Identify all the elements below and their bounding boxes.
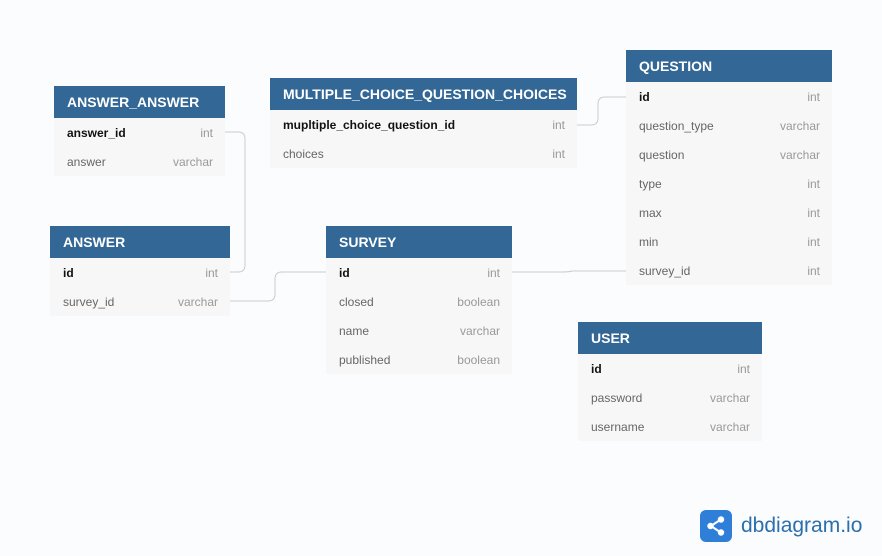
table-header[interactable]: QUESTION	[626, 50, 832, 82]
column-row[interactable]: answer_id int	[54, 118, 225, 147]
column-row[interactable]: survey_id varchar	[50, 287, 230, 316]
column-name: name	[339, 323, 370, 338]
column-name: choices	[283, 146, 324, 161]
column-row[interactable]: username varchar	[578, 412, 762, 441]
column-name: answer	[67, 154, 106, 169]
column-row[interactable]: question varchar	[626, 140, 832, 169]
column-row[interactable]: type int	[626, 169, 832, 198]
column-name: id	[639, 89, 650, 104]
table-survey[interactable]: SURVEY id int closed boolean name varcha…	[326, 226, 512, 374]
column-row[interactable]: id int	[578, 354, 762, 383]
column-type: boolean	[457, 352, 500, 367]
link-mcq-choices-to-question[interactable]	[577, 96, 626, 126]
column-type: int	[807, 176, 820, 191]
column-row[interactable]: published boolean	[326, 345, 512, 374]
column-name: id	[63, 265, 74, 280]
column-name: question_type	[639, 118, 714, 133]
column-name: type	[639, 176, 662, 191]
column-name: username	[591, 419, 645, 434]
share-nodes-icon	[700, 510, 732, 542]
column-name: survey_id	[63, 294, 115, 309]
column-row[interactable]: max int	[626, 198, 832, 227]
link-answer-answer-to-answer[interactable]	[225, 131, 246, 273]
column-row[interactable]: answer varchar	[54, 147, 225, 176]
column-type: varchar	[709, 390, 750, 405]
column-name: closed	[339, 294, 374, 309]
column-row[interactable]: mupltiple_choice_question_id int	[270, 110, 577, 139]
column-type: int	[552, 146, 565, 161]
table-header[interactable]: MULTIPLE_CHOICE_QUESTION_CHOICES	[270, 78, 577, 110]
column-name: answer_id	[67, 125, 126, 140]
column-row[interactable]: closed boolean	[326, 287, 512, 316]
column-name: mupltiple_choice_question_id	[283, 117, 456, 132]
column-row[interactable]: choices int	[270, 139, 577, 168]
table-header[interactable]: ANSWER_ANSWER	[54, 86, 225, 118]
link-survey-to-question[interactable]	[512, 270, 626, 273]
column-row[interactable]: id int	[326, 258, 512, 287]
column-type: int	[807, 263, 820, 278]
column-name: min	[639, 234, 659, 249]
column-name: id	[339, 265, 350, 280]
column-type: varchar	[172, 154, 213, 169]
table-header[interactable]: ANSWER	[50, 226, 230, 258]
column-row[interactable]: survey_id int	[626, 256, 832, 285]
column-name: id	[591, 361, 602, 376]
column-row[interactable]: question_type varchar	[626, 111, 832, 140]
column-type: varchar	[779, 147, 820, 162]
column-name: max	[639, 205, 662, 220]
column-type: varchar	[779, 118, 820, 133]
column-type: int	[205, 265, 218, 280]
column-row[interactable]: password varchar	[578, 383, 762, 412]
column-type: int	[807, 205, 820, 220]
column-name: question	[639, 147, 685, 162]
table-header[interactable]: USER	[578, 322, 762, 354]
column-type: int	[552, 117, 565, 132]
table-answer-answer[interactable]: ANSWER_ANSWER answer_id int answer varch…	[54, 86, 225, 176]
column-type: int	[807, 234, 820, 249]
link-answer-to-survey[interactable]	[230, 271, 326, 302]
column-name: published	[339, 352, 391, 367]
brand-watermark[interactable]: dbdiagram.io	[700, 510, 862, 542]
table-header[interactable]: SURVEY	[326, 226, 512, 258]
column-type: boolean	[457, 294, 500, 309]
column-row[interactable]: id int	[626, 82, 832, 111]
column-row[interactable]: name varchar	[326, 316, 512, 345]
column-type: int	[737, 361, 750, 376]
column-row[interactable]: min int	[626, 227, 832, 256]
table-user[interactable]: USER id int password varchar username va…	[578, 322, 762, 441]
column-name: password	[591, 390, 643, 405]
brand-name: dbdiagram.io	[741, 514, 863, 537]
table-answer[interactable]: ANSWER id int survey_id varchar	[50, 226, 230, 316]
column-type: int	[487, 265, 500, 280]
column-name: survey_id	[639, 263, 691, 278]
column-type: int	[807, 89, 820, 104]
column-row[interactable]: id int	[50, 258, 230, 287]
column-type: varchar	[709, 419, 750, 434]
column-type: varchar	[177, 294, 218, 309]
table-multiple-choice-question-choices[interactable]: MULTIPLE_CHOICE_QUESTION_CHOICES mupltip…	[270, 78, 577, 168]
table-question[interactable]: QUESTION id int question_type varchar qu…	[626, 50, 832, 285]
column-type: varchar	[459, 323, 500, 338]
column-type: int	[200, 125, 213, 140]
